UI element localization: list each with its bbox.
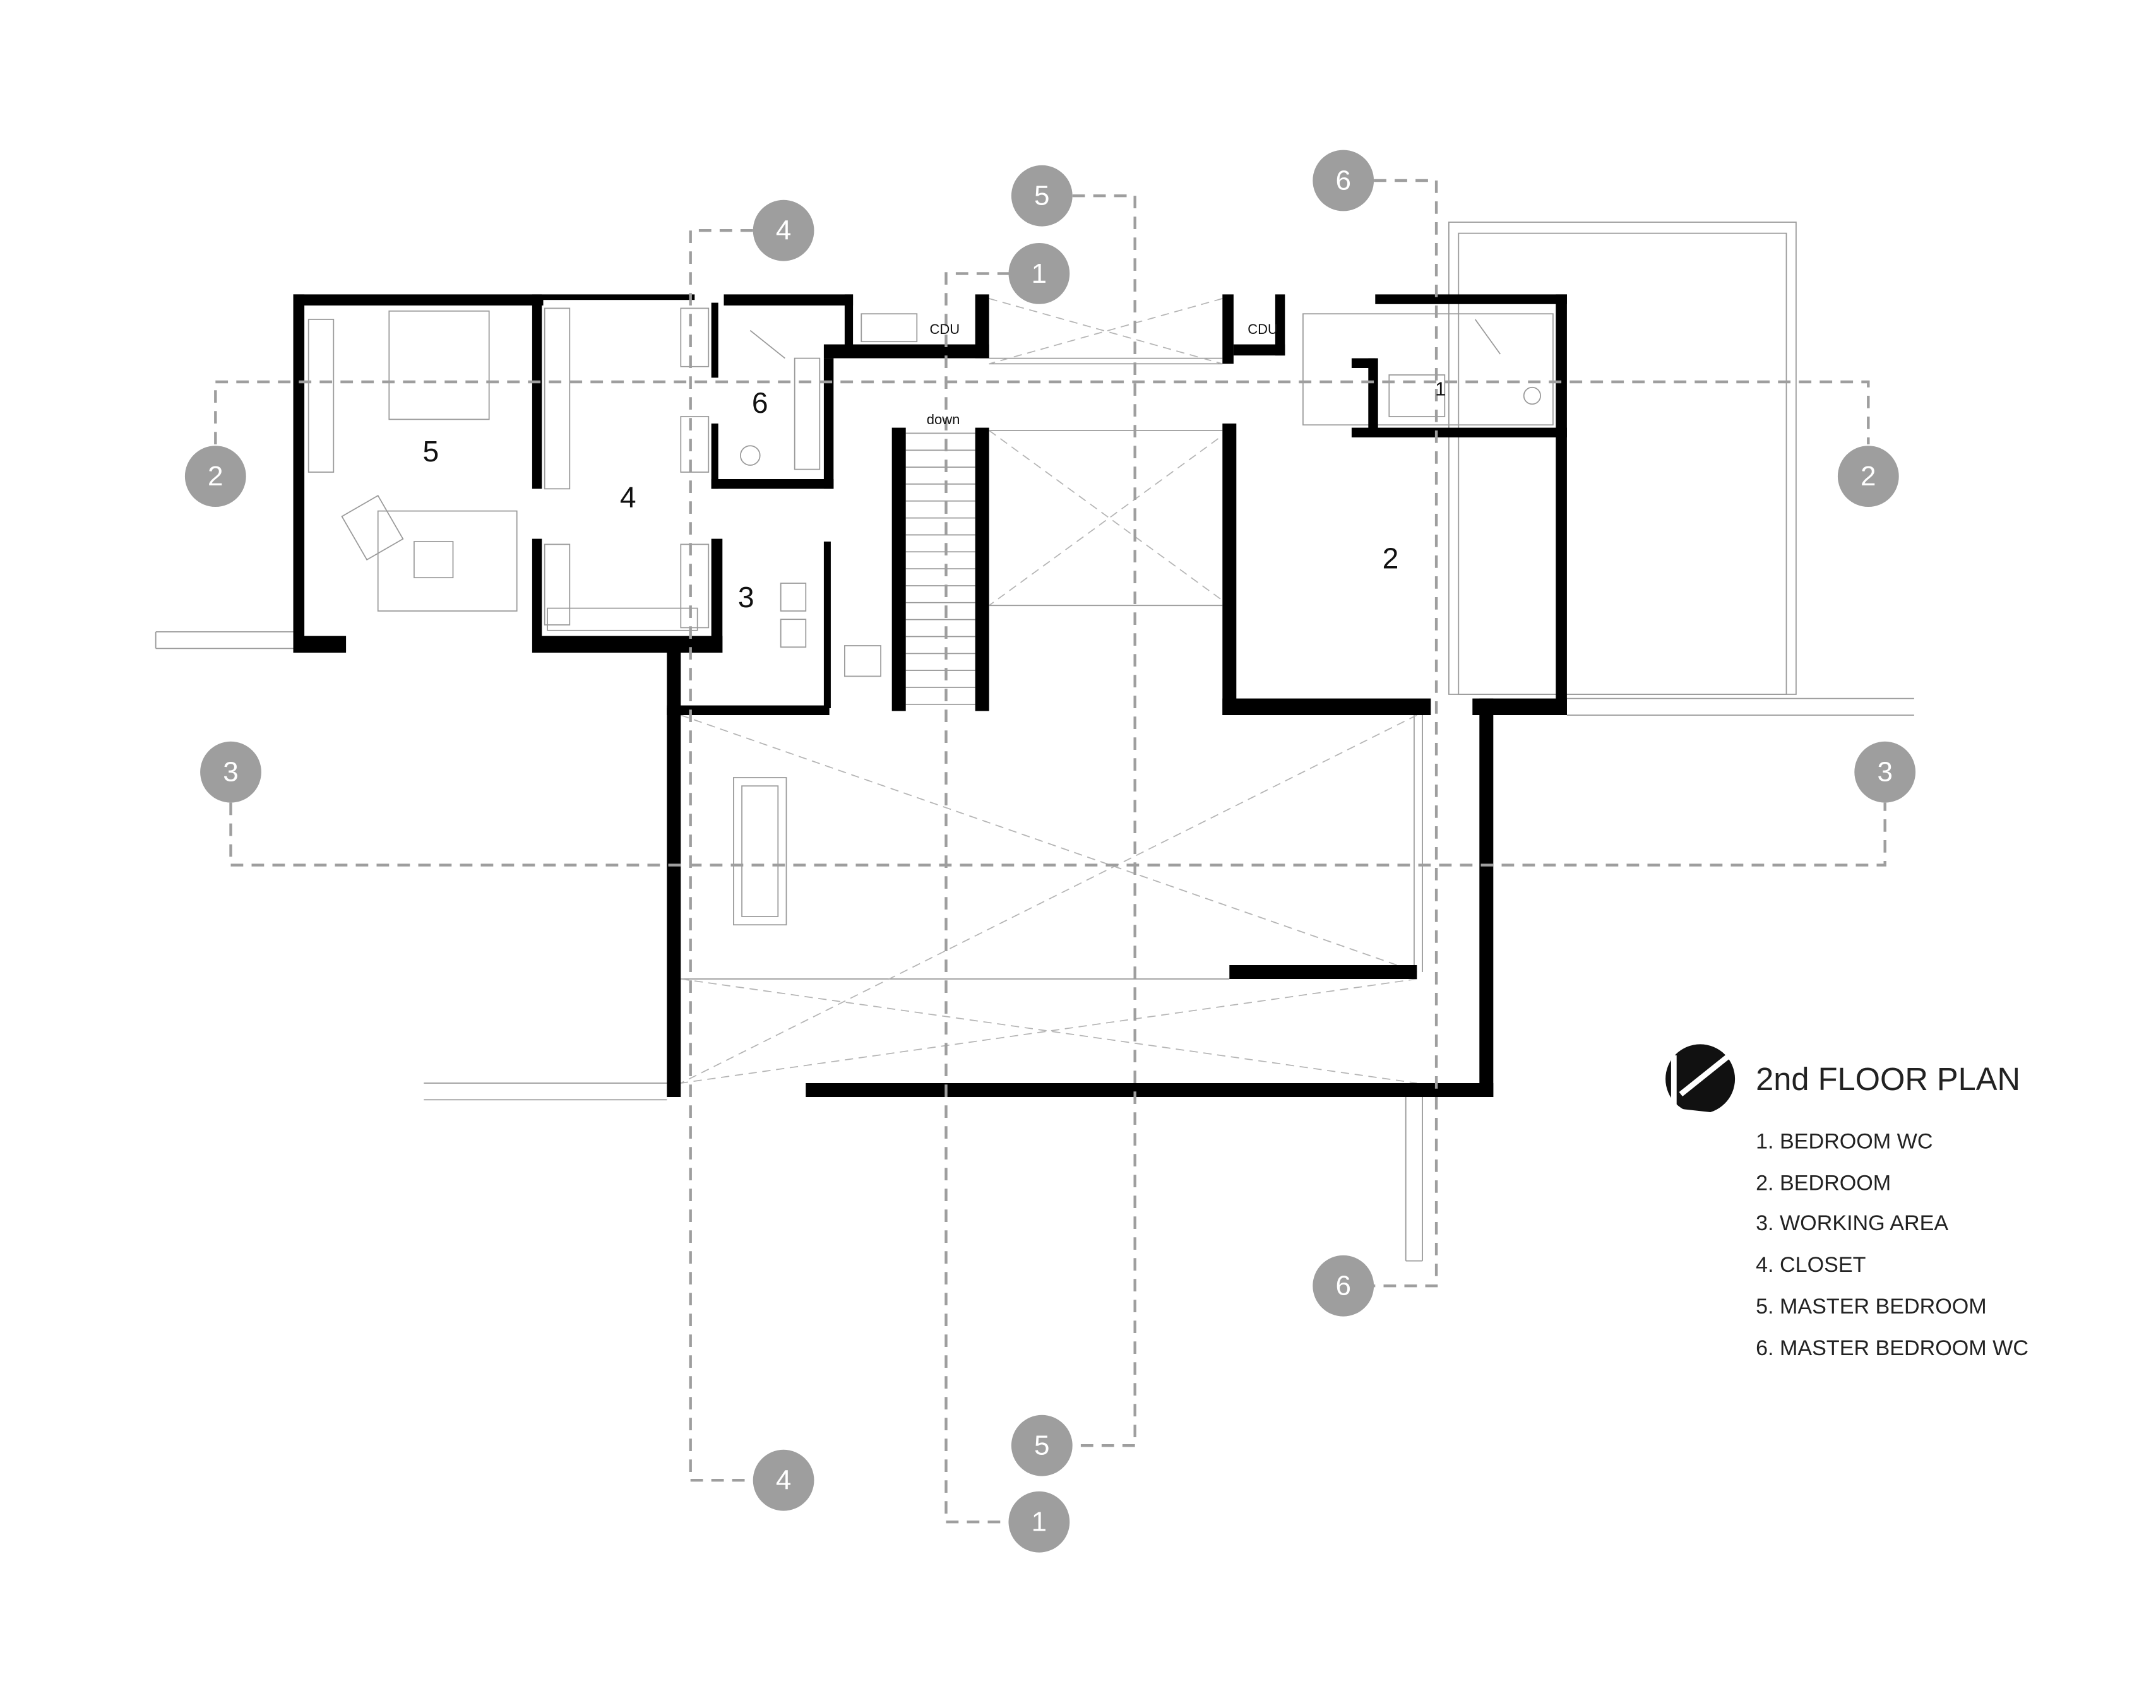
section-marker-5-top: 5 [1011,165,1073,227]
room-number-closet: 4 [620,481,636,514]
section-label: 2 [208,461,223,492]
section-marker-1-top: 1 [1008,243,1070,304]
section-label: 6 [1335,165,1350,196]
room-number-working-area: 3 [738,581,754,614]
legend-item: 1. BEDROOM WC [1756,1129,1933,1153]
section-label: 6 [1335,1271,1350,1302]
section-label: 3 [1877,757,1892,788]
room-number-bedroom: 2 [1383,542,1399,574]
section-label: 3 [223,757,238,788]
section-label: 4 [776,215,791,246]
logo-icon [1665,1044,1736,1118]
stairs-down-label: down [927,412,960,427]
section-label: 4 [776,1465,791,1496]
section-marker-2-right: 2 [1837,446,1899,507]
section-marker-1-bottom: 1 [1008,1491,1070,1553]
furniture [307,307,1554,677]
section-marker-6-top: 6 [1313,150,1374,211]
room-number-master-bedroom: 5 [422,435,439,468]
section-label: 1 [1032,1507,1047,1538]
section-label: 2 [1861,461,1876,492]
section-label: 1 [1032,258,1047,289]
room-number-bedroom-wc: 1 [1435,378,1446,400]
section-marker-3-right: 3 [1854,741,1916,803]
section-marker-5-bottom: 5 [1011,1414,1073,1476]
plan-title: 2nd FLOOR PLAN [1756,1061,2020,1097]
legend-item: 6. MASTER BEDROOM WC [1756,1336,2028,1360]
room-number-master-wc: 6 [752,386,768,419]
section-marker-2-left: 2 [184,446,246,507]
open-voids [680,298,1417,1084]
staircase [905,432,975,705]
legend-item: 5. MASTER BEDROOM [1756,1295,1987,1319]
section-lines [214,179,1886,1524]
section-marker-3-left: 3 [200,741,261,803]
legend-item: 3. WORKING AREA [1756,1211,1948,1235]
section-marker-4-top: 4 [753,199,814,261]
legend-item: 4. CLOSET [1756,1253,1866,1277]
legend-item: 2. BEDROOM [1756,1171,1891,1195]
section-label: 5 [1034,181,1049,211]
cdu-label-right: CDU [1248,321,1278,337]
section-label: 5 [1034,1430,1049,1461]
cdu-label-left: CDU [929,321,960,337]
site-outlines [155,222,1914,1262]
section-marker-6-bottom: 6 [1313,1255,1374,1317]
section-marker-4-bottom: 4 [753,1449,814,1511]
walls [293,294,1567,1097]
